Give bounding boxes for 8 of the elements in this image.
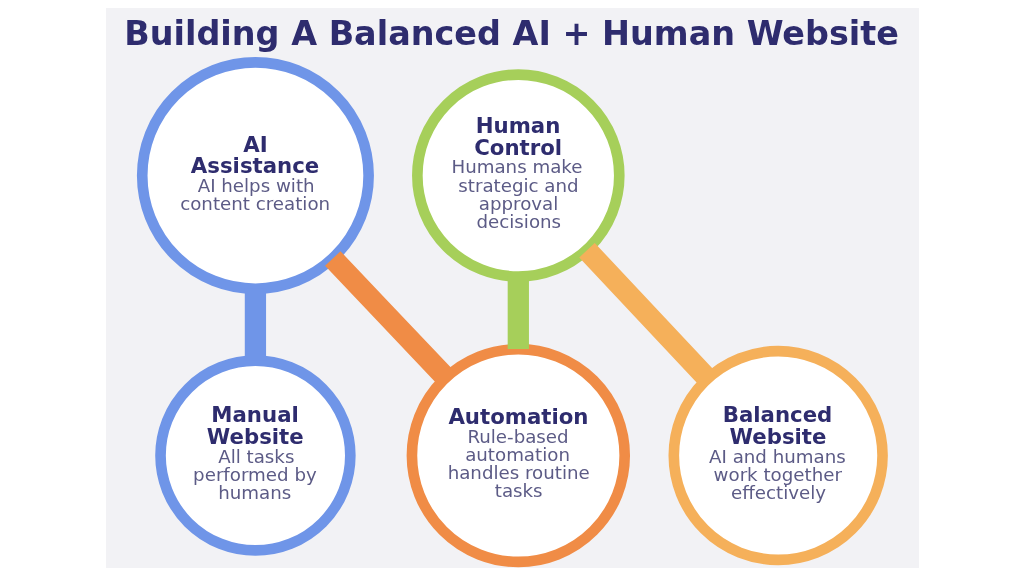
diagram-title: Building A Balanced AI + Human Website — [123, 14, 899, 54]
node-circle: Balanced Website AI and humans work together effectively — [668, 345, 888, 566]
node-circle: Automation Rule-based automation handles routine tasks — [406, 343, 630, 568]
connector — [578, 242, 715, 386]
node-circle: Human Control Humans make strategic and approval decisions — [411, 69, 625, 282]
node-circle: AI Assistance AI helps with content creation — [136, 57, 374, 295]
node-circle: Manual Website All tasks performed by humans — [154, 355, 356, 556]
connector — [324, 251, 453, 385]
